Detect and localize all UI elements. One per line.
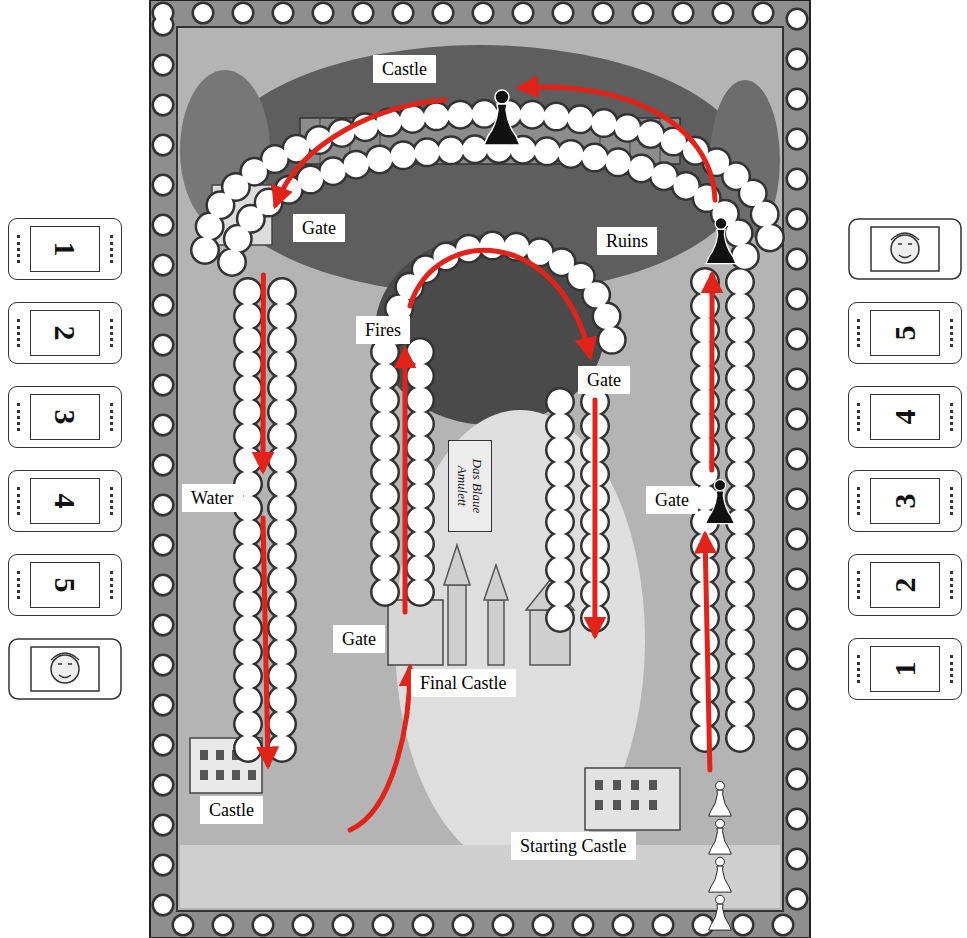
location-label: Gate — [578, 366, 630, 394]
location-label: Gate — [293, 214, 345, 242]
card-number: 2 — [50, 326, 80, 341]
path-arrow — [709, 275, 714, 470]
path-arrow — [263, 518, 268, 765]
card-dots — [950, 655, 953, 683]
card-number: 1 — [890, 662, 920, 677]
card-dots — [950, 571, 953, 599]
number-card: 5 — [848, 302, 962, 364]
card-dots — [857, 487, 860, 515]
card-dots — [950, 403, 953, 431]
card-dots — [110, 319, 113, 347]
card-dots — [950, 487, 953, 515]
location-label: Final Castle — [411, 669, 516, 697]
card-dots — [950, 319, 953, 347]
card-number: 2 — [890, 578, 920, 593]
card-dots — [110, 235, 113, 263]
number-card: 2 — [848, 554, 962, 616]
path-arrow — [410, 250, 590, 356]
location-label: Castle — [373, 55, 436, 83]
number-card: 1 — [848, 638, 962, 700]
location-area: Ruins — [597, 200, 750, 275]
location-area: Gate — [333, 612, 440, 668]
card-number: 4 — [890, 410, 920, 425]
card-dots — [857, 571, 860, 599]
location-area: Castle — [200, 765, 350, 840]
path-arrow — [705, 535, 710, 770]
card-number: 4 — [50, 494, 80, 509]
card-dots — [857, 655, 860, 683]
location-area: Starting Castle — [511, 770, 770, 862]
card-number: 1 — [50, 242, 80, 257]
card-dots — [857, 319, 860, 347]
card-dots — [17, 319, 20, 347]
path-arrow — [403, 350, 408, 612]
location-area: Fires — [350, 306, 415, 350]
card-number: 3 — [50, 410, 80, 425]
card-dots — [110, 403, 113, 431]
card-number: 3 — [890, 494, 920, 509]
number-card: 1 — [8, 218, 122, 280]
title-text: Das Blaue Amulett — [455, 444, 485, 528]
location-label: Starting Castle — [511, 832, 636, 860]
number-card: 4 — [848, 386, 962, 448]
card-dots — [17, 571, 20, 599]
number-card: 3 — [848, 470, 962, 532]
path-arrow — [261, 275, 266, 470]
card-number: 5 — [50, 578, 80, 593]
card-dots — [857, 403, 860, 431]
location-label: Water — [182, 484, 243, 512]
location-area: Gate — [646, 470, 740, 535]
card-dots — [110, 487, 113, 515]
card-dots — [17, 403, 20, 431]
title-plate: Das Blaue Amulett — [448, 440, 492, 532]
location-label: Ruins — [597, 227, 657, 255]
location-label: Castle — [200, 796, 263, 824]
location-area: Gate — [572, 356, 632, 400]
number-card: 2 — [8, 302, 122, 364]
location-area: Castle — [373, 55, 520, 100]
path-arrow — [276, 100, 445, 205]
location-area: Final Castle — [411, 635, 620, 700]
card-number: 5 — [890, 326, 920, 341]
path-arrow — [592, 400, 597, 635]
path-arrow — [520, 87, 715, 200]
location-label: Fires — [356, 316, 410, 344]
card-dots — [110, 571, 113, 599]
location-area: Water — [182, 470, 275, 518]
number-card: 5 — [8, 554, 122, 616]
location-label: Gate — [333, 625, 385, 653]
location-label: Gate — [646, 486, 698, 514]
number-card: 4 — [8, 470, 122, 532]
card-dots — [17, 487, 20, 515]
path-arrow — [350, 668, 410, 830]
card-dots — [17, 235, 20, 263]
number-card: 3 — [8, 386, 122, 448]
location-area: Gate — [240, 205, 347, 275]
